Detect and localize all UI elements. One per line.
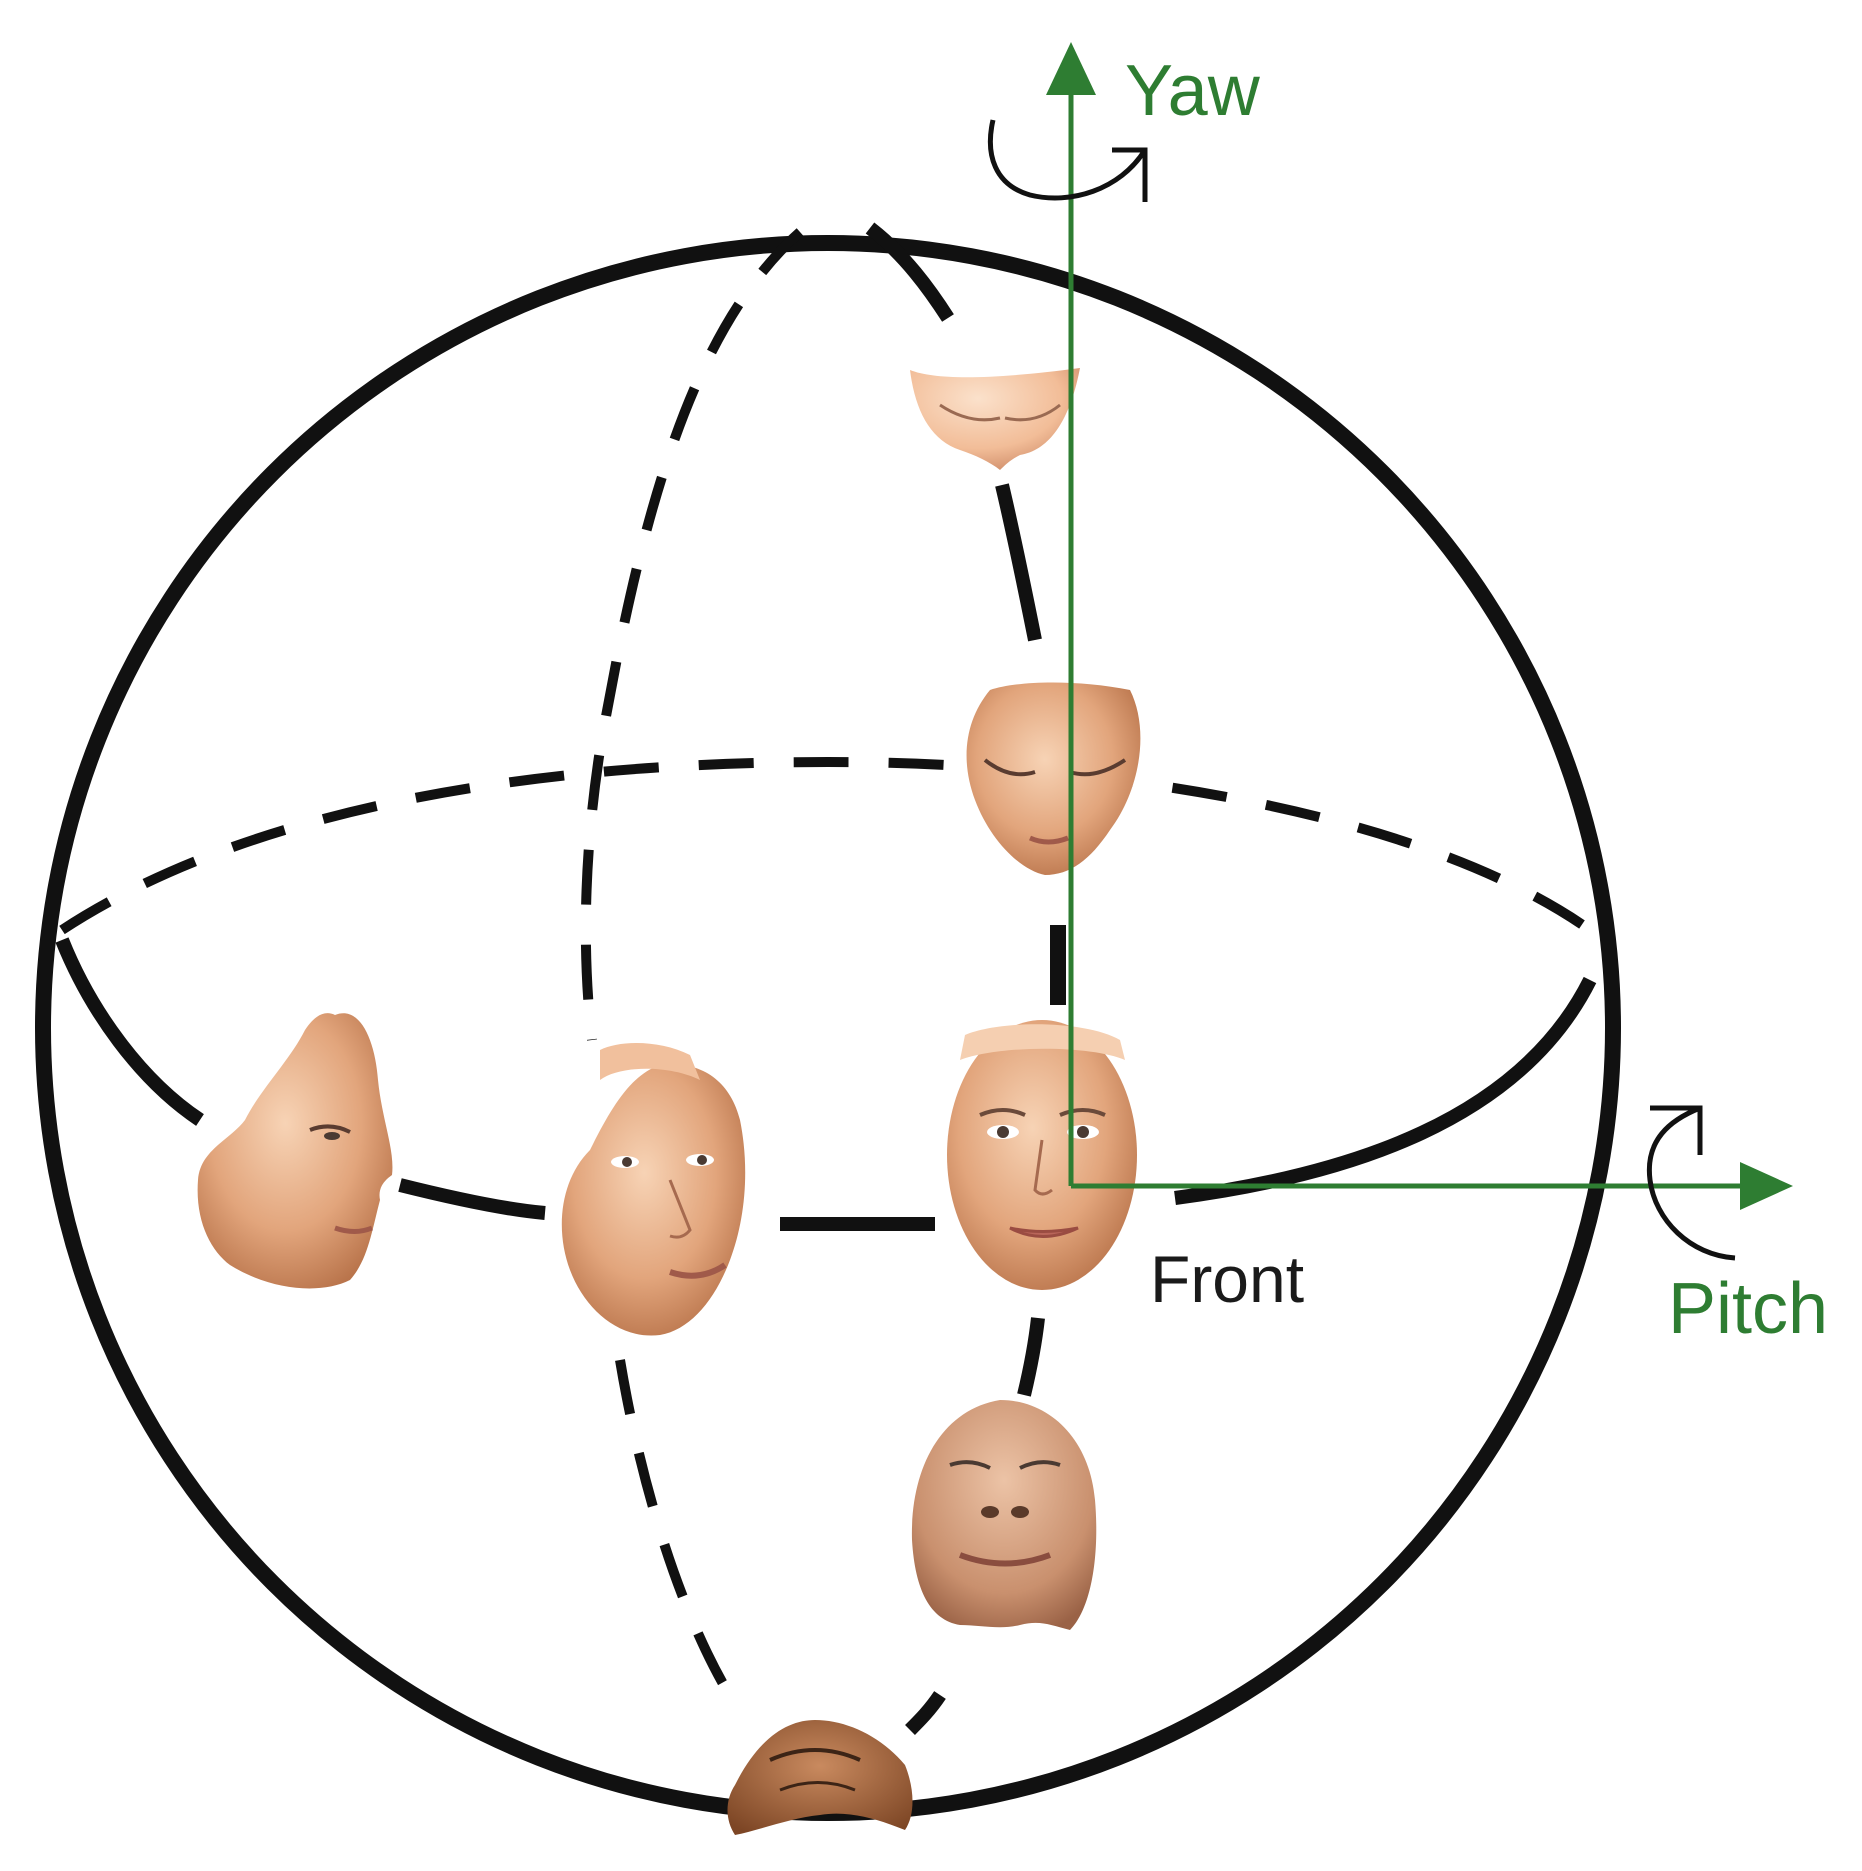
face-looking-up: [911, 1400, 1097, 1630]
pitch-axis-arrowhead: [1740, 1162, 1793, 1210]
face-front: [947, 1020, 1137, 1290]
face-bottom: [727, 1720, 913, 1835]
equator-front-segment-1: [398, 1178, 546, 1220]
equator-front-solid: [55, 937, 204, 1126]
yaw-rotation-arrow-icon: [987, 119, 1148, 202]
meridian-back-lower-dashed: [615, 1359, 745, 1715]
equator-back-dashed: [59, 756, 1593, 935]
pitch-rotation-arrow-icon: [1646, 1105, 1736, 1261]
yaw-label: Yaw: [1125, 51, 1261, 131]
face-left-profile: [197, 1013, 393, 1289]
yaw-axis-arrowhead: [1046, 42, 1096, 95]
meridian-back-dashed: [580, 228, 804, 1041]
meridian-front-lower: [1017, 1317, 1045, 1397]
equator-front-segment-3: [1174, 976, 1597, 1205]
face-three-quarter: [561, 1043, 746, 1336]
meridian-front-upper: [995, 483, 1042, 642]
meridian-front-top: [865, 222, 954, 322]
meridian-front-bottom: [905, 1691, 946, 1735]
face-top: [910, 368, 1080, 470]
sphere-outline: [35, 235, 1621, 1821]
pitch-label: Pitch: [1668, 1269, 1828, 1349]
face-upper: [966, 682, 1141, 875]
front-label: Front: [1150, 1242, 1304, 1316]
